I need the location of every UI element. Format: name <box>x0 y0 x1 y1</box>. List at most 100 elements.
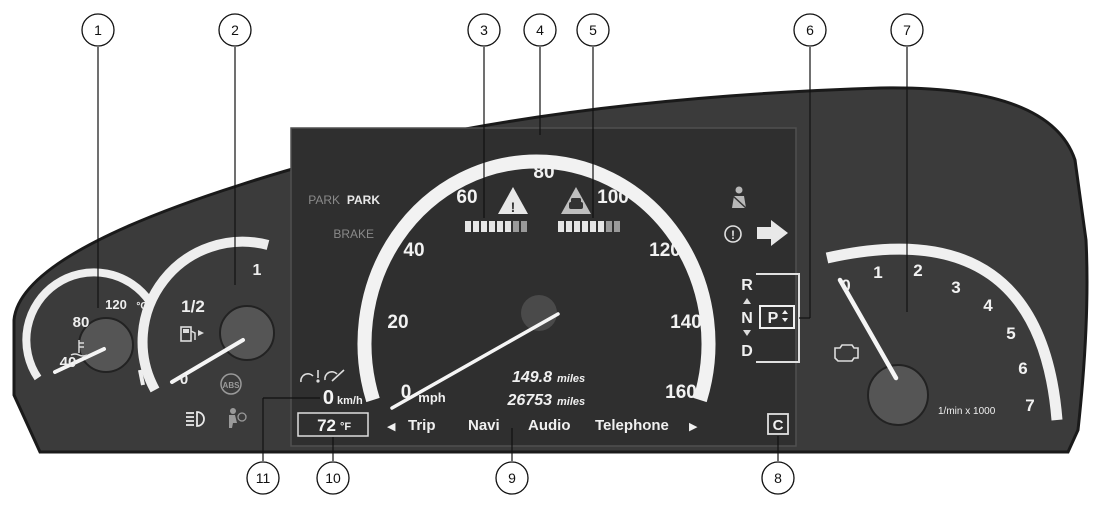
gear-indicator: R N D P <box>741 273 800 363</box>
speed-label-160: 160 <box>665 382 697 403</box>
coolant-unit: °C <box>136 301 147 312</box>
airbag-warning-icon <box>229 408 247 428</box>
speedometer-needle <box>390 312 560 410</box>
distance-bar-segment <box>614 221 620 232</box>
gear-r: R <box>741 277 753 294</box>
callout-number-10: 10 <box>325 470 341 486</box>
distance-bar-segment <box>497 221 503 232</box>
tach-label-4: 4 <box>983 296 993 315</box>
tach-label-5: 5 <box>1006 324 1015 343</box>
distance-bar-segment <box>598 221 604 232</box>
gear-down-arrow-icon <box>743 330 751 336</box>
callout-circle <box>495 461 529 495</box>
speed-label-80: 80 <box>533 162 554 183</box>
menu-item-navi[interactable]: Navi <box>468 417 500 434</box>
fuel-pump-icon <box>180 326 204 342</box>
distance-bar-segment <box>558 221 564 232</box>
warning-triangle-icon: ! <box>498 187 528 215</box>
distance-bar-segment <box>606 221 612 232</box>
abs-label: ABS <box>223 381 241 390</box>
coolant-gauge: 40 80 120 °C <box>22 268 154 381</box>
fuel-label-full: 1 <box>253 262 262 279</box>
seatbelt-warning-icon <box>732 186 747 209</box>
tachometer-needle <box>837 277 899 381</box>
speed-label-60: 60 <box>456 187 477 208</box>
distance-bar-segment <box>574 221 580 232</box>
speed-label-20: 20 <box>387 312 408 333</box>
speed-label-140: 140 <box>670 312 702 333</box>
distance-bar-segment <box>505 221 511 232</box>
check-engine-icon <box>834 344 859 362</box>
gear-n: N <box>741 310 753 327</box>
coolant-label-80: 80 <box>73 314 90 331</box>
fuel-label-half: 1/2 <box>181 297 205 316</box>
callout-number-6: 6 <box>806 22 814 38</box>
distance-bar-segment <box>521 221 527 232</box>
trip-odometer-value: 149.8 <box>512 369 552 386</box>
low-beam-icon <box>186 411 205 427</box>
callout-number-4: 4 <box>536 22 544 38</box>
coolant-label-40: 40 <box>60 354 77 371</box>
park-label-grey: PARK <box>308 193 340 207</box>
speed-readout-value: 0 <box>323 387 334 409</box>
callout-number-2: 2 <box>231 22 239 38</box>
distance-bar-segment <box>590 221 596 232</box>
fuel-label-empty: 0 <box>180 371 188 388</box>
speed-unit-label: mph <box>418 390 446 405</box>
fuel-gauge: 0 1/2 1 <box>137 236 275 393</box>
park-label-white: PARK <box>347 193 380 207</box>
c-button-box[interactable] <box>767 413 789 435</box>
speed-label-100: 100 <box>597 187 629 208</box>
tachometer-unit: 1/min x 1000 <box>938 406 996 417</box>
tachometer-hub <box>867 364 929 426</box>
tach-label-7: 7 <box>1025 396 1034 415</box>
svg-text:!: ! <box>731 228 735 242</box>
menu-right-arrow[interactable]: ▶ <box>689 421 698 433</box>
fuel-needle <box>170 338 245 384</box>
total-odometer-unit: miles <box>557 396 585 408</box>
tach-label-0: 0 <box>841 276 850 295</box>
distance-warning-icon <box>561 187 591 214</box>
cruise-control-icon <box>300 369 345 383</box>
speed-label-0: 0 <box>401 382 412 403</box>
menu-item-audio[interactable]: Audio <box>528 417 571 434</box>
distance-bar-segment <box>481 221 487 232</box>
distance-bar-segment <box>465 221 471 232</box>
speed-readout-unit: km/h <box>337 395 363 407</box>
callout-number-5: 5 <box>589 22 597 38</box>
speed-label-120: 120 <box>649 240 681 261</box>
callout-circle <box>523 13 557 47</box>
total-odometer-value: 26753 <box>507 392 553 409</box>
distance-bar-left <box>465 221 527 232</box>
callout-circle <box>890 13 924 47</box>
callout-circle <box>246 461 280 495</box>
distance-bar-right <box>558 221 620 232</box>
distance-bar-segment <box>489 221 495 232</box>
coolant-needle <box>53 347 106 374</box>
callout-circle <box>218 13 252 47</box>
tach-label-3: 3 <box>951 278 960 297</box>
coolant-label-120: 120 <box>105 297 127 312</box>
trip-odometer-unit: miles <box>557 373 585 385</box>
distance-bar-segment <box>513 221 519 232</box>
menu-item-telephone[interactable]: Telephone <box>595 417 669 434</box>
callout-number-7: 7 <box>903 22 911 38</box>
distance-bar-segment <box>582 221 588 232</box>
distance-bar-segment <box>473 221 479 232</box>
menu-left-arrow[interactable]: ◀ <box>387 421 396 433</box>
tachometer-arc <box>825 243 1063 421</box>
menu-item-trip[interactable]: Trip <box>408 417 436 434</box>
tach-label-2: 2 <box>913 261 922 280</box>
c-button[interactable]: C <box>773 417 784 434</box>
outside-temperature-box <box>297 412 369 437</box>
callout-circle <box>316 461 350 495</box>
callout-number-3: 3 <box>480 22 488 38</box>
tach-label-6: 6 <box>1018 359 1027 378</box>
speedometer-arc <box>357 154 716 403</box>
outside-temperature-unit: °F <box>340 421 351 433</box>
brake-label: BRAKE <box>333 227 374 241</box>
callout-circle <box>793 13 827 47</box>
